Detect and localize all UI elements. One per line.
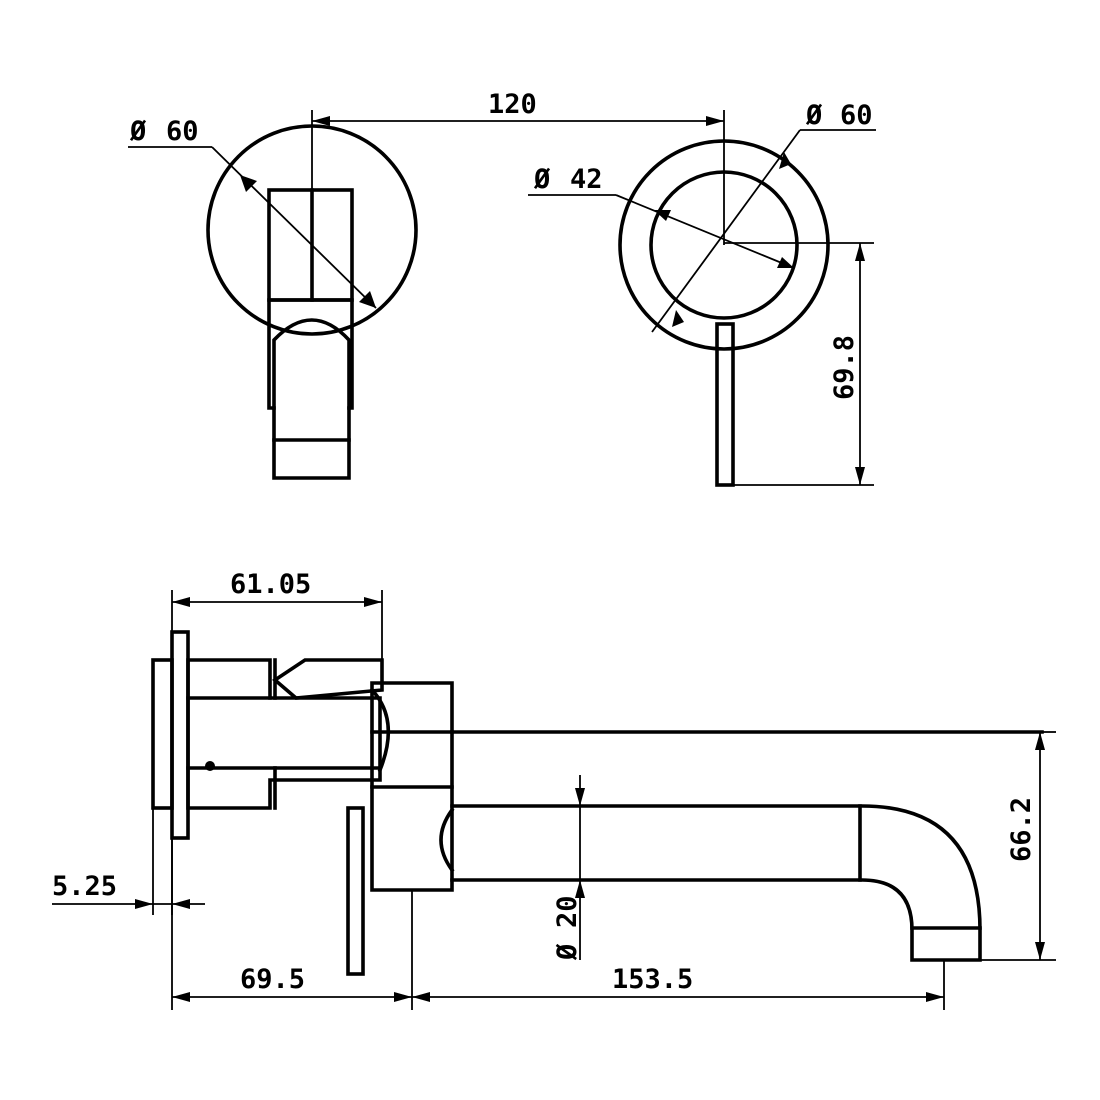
side-sensor-dot xyxy=(205,761,215,771)
dim-proj-value: 153.5 xyxy=(612,964,693,995)
dim-plate-arrow-left xyxy=(135,899,153,909)
dim-left-diameter-value: 60 xyxy=(166,116,199,147)
dim-right-outer-arrow-a xyxy=(779,152,791,169)
side-wall-plate xyxy=(170,630,190,840)
right-front-view xyxy=(618,139,830,487)
side-spout xyxy=(450,804,982,962)
side-mixer-body xyxy=(186,658,382,810)
dim-wall-arrow-right xyxy=(394,992,412,1002)
right-inner-circle xyxy=(649,170,799,320)
left-handle-curve xyxy=(272,318,351,410)
side-handle-wedge xyxy=(272,658,384,700)
dim-spacing-arrow-right xyxy=(706,116,724,126)
dim-body-arrow-right xyxy=(364,597,382,607)
dim-lever-arrow-top xyxy=(855,243,865,261)
dim-lever-arrow-bottom xyxy=(855,467,865,485)
dim-spout-dia-symbol: Ø xyxy=(552,943,583,961)
dim-height-arrow-bottom xyxy=(1035,942,1045,960)
dim-plate-thickness: 5.25 xyxy=(52,808,205,915)
dim-proj-arrow-right xyxy=(926,992,944,1002)
dim-lever-height: 69.8 xyxy=(724,242,874,486)
dim-right-inner-symbol: Ø xyxy=(533,164,551,195)
dim-wall-value: 69.5 xyxy=(240,964,305,995)
side-plate-ring xyxy=(151,658,174,810)
dim-spout-height: 66.2 xyxy=(980,731,1056,961)
dim-spout-dia-arrow-top xyxy=(575,788,585,806)
dim-body-value: 61.05 xyxy=(230,569,311,600)
dim-body-depth: 61.05 xyxy=(171,569,383,660)
dim-wall-to-outlet: 69.5 xyxy=(171,838,413,1010)
right-lever xyxy=(715,322,735,487)
dim-spout-dia-arrow-bottom xyxy=(575,880,585,898)
dim-right-inner-value: 42 xyxy=(570,164,603,195)
dim-right-outer-value: 60 xyxy=(840,100,873,131)
dim-left-diameter-symbol: Ø xyxy=(129,116,147,147)
side-lever-stem xyxy=(346,806,365,976)
dim-lever-value: 69.8 xyxy=(829,335,860,400)
dim-spout-dia-value: 20 xyxy=(552,895,583,928)
dim-spout-projection: 153.5 xyxy=(412,960,945,1010)
dim-height-value: 66.2 xyxy=(1006,797,1037,862)
dim-left-diameter-line xyxy=(211,146,377,309)
dim-spacing-arrow-left xyxy=(312,116,330,126)
dim-left-diameter: Ø 60 xyxy=(128,116,377,309)
dim-right-outer-symbol: Ø xyxy=(805,100,823,131)
dim-right-inner-diameter: Ø 42 xyxy=(528,164,795,269)
dim-left-diameter-arrow-a xyxy=(240,175,257,192)
dim-proj-arrow-left xyxy=(412,992,430,1002)
dim-right-outer-diameter: Ø 60 xyxy=(651,100,876,333)
dim-plate-arrow-right xyxy=(172,899,190,909)
dim-height-arrow-top xyxy=(1035,732,1045,750)
dim-right-outer-line xyxy=(651,129,801,333)
dim-right-inner-line xyxy=(615,194,795,269)
dim-spacing: 120 xyxy=(311,89,725,245)
side-spout-block-curve-top xyxy=(369,687,391,773)
dim-wall-arrow-left xyxy=(172,992,190,1002)
dim-right-outer-arrow-b xyxy=(672,310,684,327)
side-spout-block xyxy=(370,681,454,892)
dim-body-arrow-left xyxy=(172,597,190,607)
side-view xyxy=(151,630,1044,976)
dim-spacing-value: 120 xyxy=(488,89,537,120)
dim-right-inner-arrow-b xyxy=(777,257,794,268)
left-handle xyxy=(267,298,354,480)
dim-right-inner-arrow-a xyxy=(654,210,671,221)
dim-plate-value: 5.25 xyxy=(52,871,117,902)
side-spout-block-curve-bottom xyxy=(439,807,455,873)
dim-left-diameter-arrow-b xyxy=(359,291,376,308)
dim-spout-diameter: Ø 20 xyxy=(552,775,585,961)
right-outer-circle xyxy=(618,139,830,351)
